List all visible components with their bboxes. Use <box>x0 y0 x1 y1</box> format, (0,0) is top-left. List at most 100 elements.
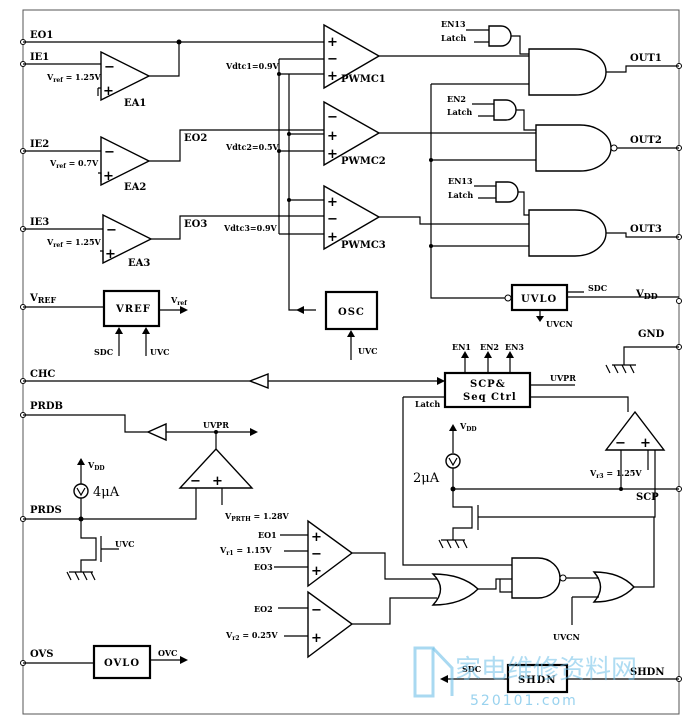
and-gate-out3 <box>528 209 607 257</box>
uvc-label: UVC <box>115 539 135 549</box>
gate-en13-a-label: EN13 <box>441 19 466 29</box>
vref-sdc-label: SDC <box>94 347 113 357</box>
pin-scp: SCP <box>636 492 659 503</box>
pwmc2-vdt: Vdtc2=0.5V <box>225 142 280 152</box>
net-eo2: EO2 <box>184 133 207 144</box>
pwmc3-label: PWMC3 <box>341 240 386 251</box>
svg-text:−: − <box>190 474 201 489</box>
uvpr-comparator: − + <box>178 447 254 489</box>
svg-text:−: − <box>311 603 322 618</box>
ea2-ref: Vref = 0.7V <box>49 158 99 170</box>
current-2ua-label: 2μA <box>413 471 440 486</box>
uvlo-sdc-label: SDC <box>588 283 607 293</box>
scp-latch-label: Latch <box>415 399 440 409</box>
pin-vref: VREF <box>29 293 57 305</box>
svg-text:−: − <box>615 436 626 451</box>
ea1-label: EA1 <box>124 98 146 109</box>
pin-prdb: PRDB <box>30 401 63 412</box>
pin-out3: OUT3 <box>630 224 662 235</box>
vr1-label: Vr1 = 1.15V <box>219 545 272 557</box>
gate-latch-b-label: Latch <box>447 107 472 117</box>
comparator-r1: + − + <box>307 519 354 588</box>
comparator-r2: − + <box>307 590 354 659</box>
pin-out2: OUT2 <box>630 135 662 146</box>
vref-out-label: Vref <box>170 295 187 307</box>
pin-shdn: SHDN <box>630 667 664 678</box>
pwmc3-comparator: + − + <box>323 184 381 251</box>
pin-gnd: GND <box>638 329 665 340</box>
vprth-label: VPRTH = 1.28V <box>224 511 290 523</box>
svg-text:+: + <box>311 564 322 579</box>
svg-text:−: − <box>104 60 115 75</box>
svg-text:+: + <box>311 530 322 545</box>
ovlo-label: OVLO <box>104 658 140 669</box>
chip-boundary <box>22 9 680 715</box>
osc-block <box>324 290 379 331</box>
osc-label: OSC <box>338 307 365 318</box>
prdb-buffer <box>146 422 167 442</box>
uvlo-label: UVLO <box>521 294 557 305</box>
vr3-label: Vr3 = 1.25V <box>589 468 642 480</box>
svg-text:−: − <box>327 212 338 227</box>
pin-eo1: EO1 <box>30 30 53 41</box>
pwmc2-label: PWMC2 <box>341 156 386 167</box>
watermark: 家电维修资料网 520101.com <box>413 646 637 709</box>
ovc-label: OVC <box>158 648 177 658</box>
svg-text:+: + <box>640 436 651 451</box>
and-gate-out2 <box>535 124 612 172</box>
svg-text:+: + <box>327 129 338 144</box>
ea1-amplifier: − + <box>100 50 151 102</box>
vdd-right-label: VDD <box>459 421 477 433</box>
gate-latch-c-label: Latch <box>448 190 473 200</box>
vref-uvc-label: UVC <box>150 347 170 357</box>
svg-text:−: − <box>104 145 115 160</box>
svg-text:−: − <box>106 223 117 238</box>
vdd-left-label: VDD <box>87 460 105 472</box>
svg-text:+: + <box>103 169 114 184</box>
ea2-label: EA2 <box>124 182 146 193</box>
svg-text:+: + <box>105 247 116 262</box>
pwmc1-vdt: Vdtc1=0.9V <box>225 61 280 71</box>
svg-text:+: + <box>327 230 338 245</box>
ea2-amplifier: − + <box>100 135 151 187</box>
scp-en3-label: EN3 <box>505 342 524 352</box>
shdn-sdc-label: SDC <box>462 664 481 674</box>
pin-ie3: IE3 <box>30 217 49 228</box>
scp-en1-label: EN1 <box>452 342 471 352</box>
svg-text:+: + <box>103 84 114 99</box>
and-gate-en13-a <box>488 25 512 47</box>
ea3-label: EA3 <box>128 258 150 269</box>
svg-text:+: + <box>311 631 322 646</box>
scp-en2-label: EN2 <box>480 342 499 352</box>
svg-text:−: − <box>327 110 338 125</box>
svg-text:−: − <box>311 547 322 562</box>
pin-out1: OUT1 <box>630 53 662 64</box>
cmp-eo1-label: EO1 <box>258 530 277 540</box>
net-eo3: EO3 <box>184 219 207 230</box>
scp-label-1: SCP& <box>470 379 506 390</box>
pin-chc: CHC <box>30 369 55 380</box>
scp-comparator: − + <box>604 410 666 451</box>
svg-text:−: − <box>327 52 338 67</box>
vref-block <box>102 289 161 328</box>
svg-text:+: + <box>327 35 338 50</box>
pin-ie2: IE2 <box>30 139 49 150</box>
and-gate-out1 <box>528 48 607 96</box>
pwmc1-label: PWMC1 <box>341 74 386 85</box>
osc-uvc-label: UVC <box>358 346 378 356</box>
and-gate-en13-b <box>495 181 519 203</box>
watermark-url: 520101.com <box>470 693 578 709</box>
or-gate-1 <box>431 573 480 606</box>
uvlo-uvcn-label: UVCN <box>546 319 573 329</box>
nand-gate <box>511 557 561 599</box>
vr2-label: Vr2 = 0.25V <box>225 630 278 642</box>
current-4ua-label: 4μA <box>93 485 120 500</box>
svg-text:+: + <box>327 147 338 162</box>
gate-en2-label: EN2 <box>447 94 466 104</box>
scp-uvpr-label: UVPR <box>550 373 576 383</box>
svg-text:+: + <box>212 474 223 489</box>
vref-block-label: VREF <box>115 304 151 315</box>
scp-label-2: Seq Ctrl <box>463 392 517 403</box>
pin-vdd: VDD <box>635 289 658 301</box>
